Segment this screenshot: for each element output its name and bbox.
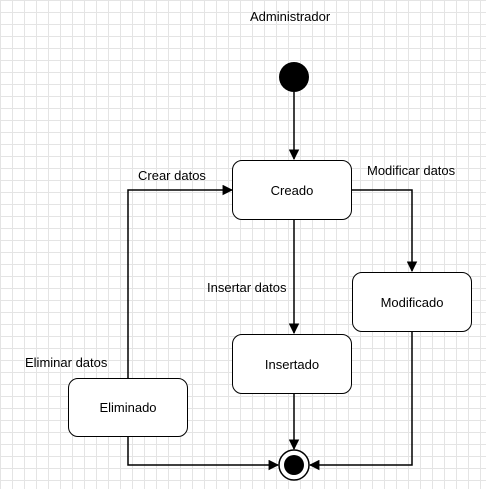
state-eliminado[interactable]: Eliminado — [68, 378, 188, 437]
diagram-title: Administrador — [250, 9, 331, 24]
initial-state-node — [279, 62, 309, 92]
final-state-inner-dot — [284, 455, 304, 475]
creado-to-modificado-arrow — [352, 189, 418, 273]
state-modificado[interactable]: Modificado — [352, 272, 472, 332]
modificado-to-final-arrow — [308, 332, 413, 471]
eliminado-to-final-arrow — [127, 437, 280, 471]
transition-label-eliminar-datos: Eliminar datos — [25, 355, 108, 370]
state-creado[interactable]: Creado — [232, 160, 352, 220]
transition-label-crear-datos: Crear datos — [138, 168, 206, 183]
transition-label-insertar-datos: Insertar datos — [207, 280, 287, 295]
state-insertado[interactable]: Insertado — [232, 334, 352, 394]
transition-label-modificar-datos: Modificar datos — [367, 163, 456, 178]
crear-datos-arrow — [122, 184, 234, 387]
